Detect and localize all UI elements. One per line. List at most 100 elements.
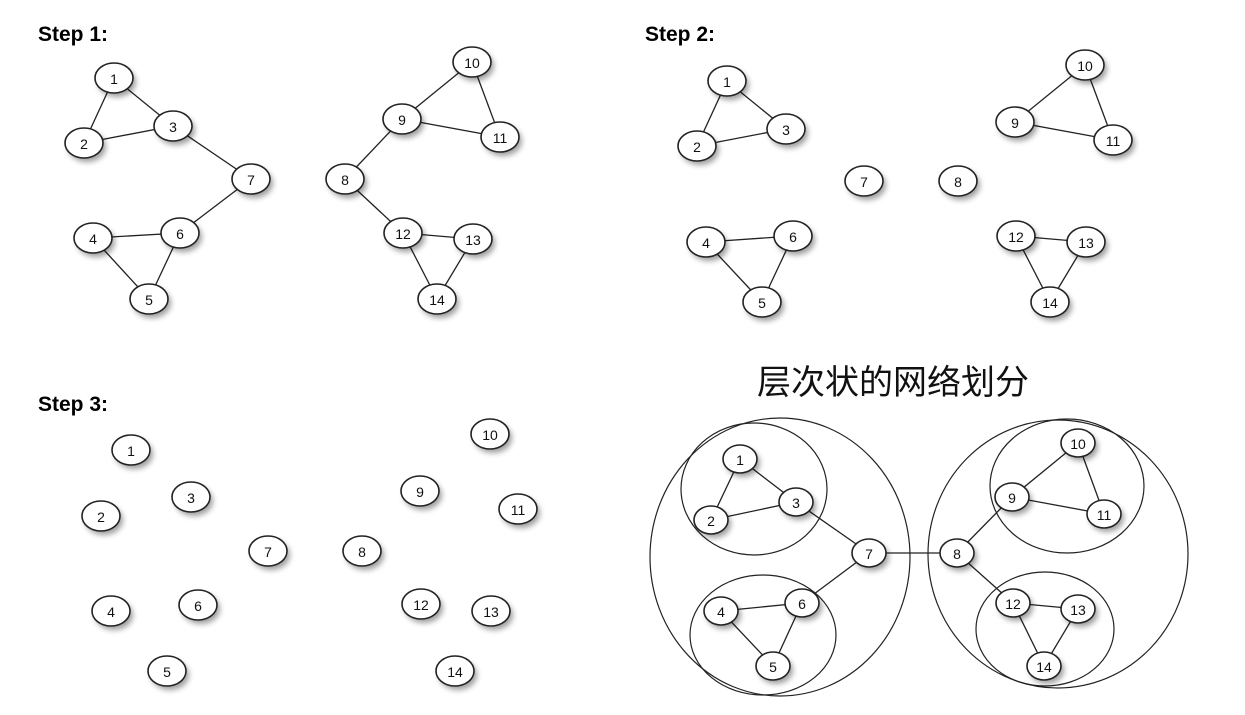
hierarchy-node-circle-5 [755, 651, 791, 681]
step2-node-label-14: 14 [1042, 295, 1058, 311]
hierarchy-node-9: 9 [994, 482, 1032, 515]
step1-node-circle-12 [383, 217, 423, 249]
step1-node-11: 11 [480, 121, 522, 156]
step2-node-circle-12 [996, 220, 1036, 252]
step2-node-circle-6 [773, 220, 813, 252]
hierarchy-title: 层次状的网络划分 [757, 363, 1029, 403]
hierarchy-node-circle-6 [784, 588, 820, 618]
step2-node-label-11: 11 [1106, 133, 1121, 149]
step2-node-label-13: 13 [1078, 235, 1094, 251]
hierarchy-node-circle-11 [1086, 499, 1122, 529]
step2-node-label-1: 1 [723, 74, 731, 90]
step1-node-label-1: 1 [110, 71, 118, 87]
step2-node-label-7: 7 [860, 174, 868, 190]
step3-node-8: 8 [342, 535, 384, 570]
step1-node-circle-13 [453, 223, 493, 255]
ring-cluster-9-10-11 [989, 418, 1145, 554]
step3-node-label-2: 2 [97, 509, 105, 525]
step2-node-label-9: 9 [1011, 115, 1019, 131]
step3-node-circle-3 [171, 481, 211, 513]
hierarchy-node-label-7: 7 [865, 546, 873, 562]
step1-node-2: 2 [64, 127, 106, 162]
step1-node-4: 4 [73, 222, 115, 257]
step2-node-circle-11 [1093, 124, 1133, 156]
step1-node-circle-14 [417, 283, 457, 315]
step1-node-label-2: 2 [80, 136, 88, 152]
step3-node-circle-2 [81, 500, 121, 532]
step2-node-2: 2 [677, 130, 719, 165]
step3-node-circle-5 [147, 655, 187, 687]
step3-node-label-7: 7 [264, 544, 272, 560]
hierarchy-node-10: 10 [1060, 428, 1098, 461]
step2-node-label-6: 6 [789, 229, 797, 245]
hierarchy-rings [649, 417, 1189, 697]
step3-node-label-11: 11 [511, 502, 526, 518]
step2-node-9: 9 [995, 106, 1037, 141]
step2-node-circle-8 [938, 165, 978, 197]
step1-node-label-6: 6 [176, 226, 184, 242]
hierarchy-node-13: 13 [1060, 594, 1098, 627]
hierarchy-node-4: 4 [703, 596, 741, 629]
step3-node-circle-14 [435, 655, 475, 687]
step3-node-3: 3 [171, 481, 213, 516]
step2-node-12: 12 [996, 220, 1038, 255]
step3-node-2: 2 [81, 500, 123, 535]
step1-node-label-5: 5 [145, 292, 153, 308]
step1-node-label-14: 14 [429, 292, 445, 308]
step1-node-circle-2 [64, 127, 104, 159]
step1-node-label-13: 13 [465, 232, 481, 248]
hierarchy-node-label-8: 8 [953, 546, 961, 562]
hierarchy-node-12: 12 [995, 588, 1033, 621]
step3-node-10: 10 [470, 418, 512, 453]
hierarchy-node-1: 1 [722, 444, 760, 477]
hierarchy-node-6: 6 [784, 588, 822, 621]
step2-node-circle-9 [995, 106, 1035, 138]
step3-node-label-3: 3 [187, 490, 195, 506]
step2-node-circle-3 [766, 113, 806, 145]
step1-node-1: 1 [94, 62, 136, 97]
step1-node-label-4: 4 [89, 231, 97, 247]
hierarchy-node-label-13: 13 [1070, 602, 1086, 618]
step1-node-label-3: 3 [169, 119, 177, 135]
hierarchy-node-2: 2 [693, 505, 731, 538]
hierarchy-node-circle-1 [722, 444, 758, 474]
hierarchy-node-11: 11 [1086, 499, 1124, 532]
step3-node-label-9: 9 [416, 484, 424, 500]
step2-node-label-2: 2 [693, 139, 701, 155]
step3-node-9: 9 [400, 475, 442, 510]
step1-node-5: 5 [129, 283, 171, 318]
step1-node-circle-5 [129, 283, 169, 315]
hierarchy-node-label-5: 5 [769, 659, 777, 675]
ring-cluster-12-13-14 [975, 571, 1115, 687]
step3-node-1: 1 [111, 434, 153, 469]
step3-node-label-14: 14 [447, 664, 463, 680]
step1-node-label-11: 11 [493, 130, 508, 146]
step3-node-label-8: 8 [358, 544, 366, 560]
step1-node-3: 3 [153, 110, 195, 145]
step1-node-circle-9 [382, 103, 422, 135]
step2-node-circle-13 [1066, 226, 1106, 258]
step3-node-circle-4 [91, 595, 131, 627]
hierarchy-node-7: 7 [851, 538, 889, 571]
step1-node-label-10: 10 [464, 55, 480, 71]
hierarchy-node-label-2: 2 [707, 513, 715, 529]
step2-node-circle-4 [686, 226, 726, 258]
hierarchy-node-circle-14 [1026, 651, 1062, 681]
step3-node-12: 12 [401, 588, 443, 623]
hierarchy-node-label-10: 10 [1070, 436, 1086, 452]
step2-node-6: 6 [773, 220, 815, 255]
step2-node-circle-10 [1065, 49, 1105, 81]
step2-node-label-4: 4 [702, 235, 710, 251]
step3-node-circle-6 [178, 589, 218, 621]
step2-node-circle-2 [677, 130, 717, 162]
step2-node-circle-14 [1030, 286, 1070, 318]
step3-node-4: 4 [91, 595, 133, 630]
step3-node-circle-7 [248, 535, 288, 567]
step1-node-circle-4 [73, 222, 113, 254]
step2-node-10: 10 [1065, 49, 1107, 84]
step2-node-circle-5 [742, 286, 782, 318]
step3-node-label-4: 4 [107, 604, 115, 620]
hierarchy-node-label-6: 6 [798, 596, 806, 612]
step2-node-label-12: 12 [1008, 229, 1024, 245]
